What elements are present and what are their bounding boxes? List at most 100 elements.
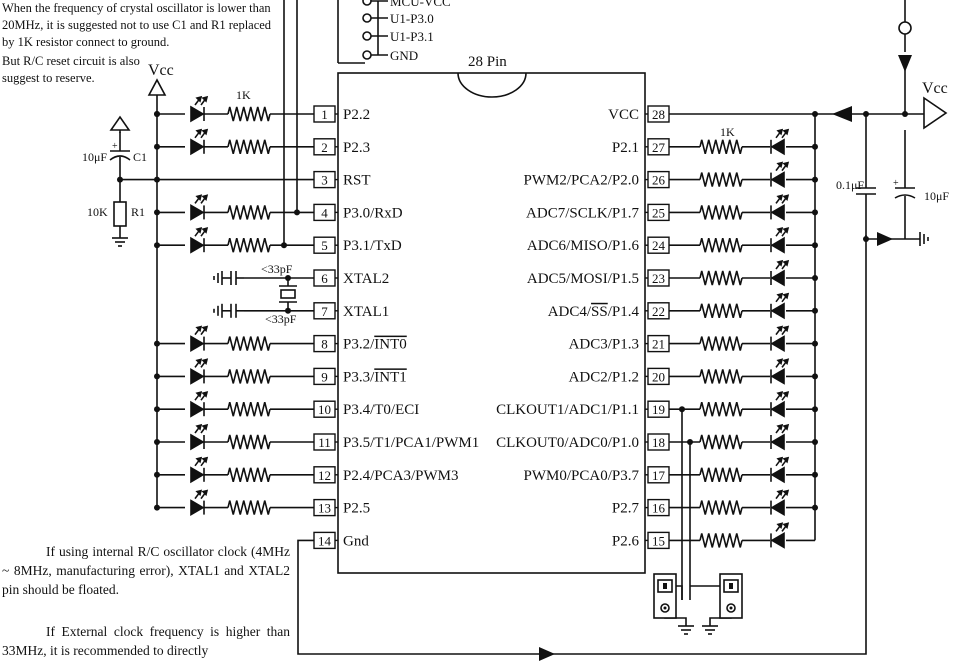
led-ray-head (195, 128, 203, 136)
led-triangle (190, 335, 205, 352)
crystal-body (280, 289, 296, 299)
led-ray-head (776, 522, 784, 529)
pin-name-part: CLKOUT0/ADC0/P1.0 (496, 435, 639, 451)
cap-ground-arrow (877, 232, 893, 246)
led-triangle (770, 466, 785, 484)
pin-number-25: 25 (652, 205, 665, 220)
junction-dot (812, 471, 818, 478)
header-label-0: MCU-VCC (390, 0, 451, 9)
led-right-20 (770, 358, 790, 385)
pin-label-15: P2.6 (612, 533, 640, 549)
led-ray-head (201, 194, 209, 201)
led-ray-head (776, 227, 784, 234)
led-ray-head (782, 489, 790, 497)
junction-dot (117, 176, 123, 183)
pin-number-23: 23 (652, 271, 665, 286)
led-ray-head (776, 423, 784, 431)
led-triangle (190, 204, 205, 221)
vcc-left-triangle (147, 78, 167, 96)
r1-name: R1 (131, 205, 145, 219)
led-ray-head (195, 95, 203, 103)
pin-label-23: ADC5/MOSI/P1.5 (527, 271, 639, 287)
led-ray-head (782, 423, 790, 431)
led-left-1 (190, 95, 209, 123)
led-triangle (770, 335, 785, 352)
junction-dot (679, 406, 685, 413)
resistor-left-1 (227, 106, 271, 122)
led-ray-head (201, 128, 209, 136)
led-ray-head (782, 227, 790, 234)
led-ray-head (195, 391, 203, 398)
junction-dot (154, 242, 160, 249)
resistor-right-20 (699, 369, 743, 384)
led-left-11 (190, 423, 209, 451)
pin-label-22: ADC4/SS/P1.4 (548, 304, 640, 320)
header-pin-circle (362, 31, 372, 41)
pin-label-21: ADC3/P1.3 (569, 337, 639, 353)
pin-label-2: P2.3 (343, 140, 370, 156)
resistor-right-18 (699, 434, 743, 450)
pin-number-7: 7 (321, 304, 328, 319)
led-ray-head (195, 456, 203, 464)
pin-name-part: P2.5 (343, 501, 370, 517)
chip-package-label: 28 Pin (468, 54, 507, 70)
resistor-left-13 (227, 500, 271, 515)
pin-number-12: 12 (318, 468, 331, 483)
led-triangle (190, 400, 205, 418)
led-ray-head (201, 423, 209, 431)
pin-name-part: ADC2/P1.2 (569, 369, 639, 385)
pin-name-part: /P1.4 (608, 304, 640, 320)
pin-name-part: P3.1/TxD (343, 238, 402, 254)
led-triangle (190, 433, 205, 451)
ground-r1 (112, 237, 128, 247)
jumper-1-center (663, 606, 667, 610)
led-triangle (190, 466, 205, 484)
junction-dot (902, 111, 908, 117)
led-ray-head (776, 358, 784, 365)
junction-dot (812, 373, 818, 380)
led-triangle (190, 105, 205, 123)
led-ray-head (195, 194, 203, 201)
pin-number-20: 20 (652, 369, 665, 384)
led-left-4 (190, 194, 209, 221)
led-triangle (770, 236, 785, 254)
resistor-left-12 (227, 467, 271, 482)
junction-dot (812, 439, 818, 445)
junction-dot (154, 340, 160, 347)
pin-name-part: ADC4/ (548, 304, 592, 320)
led-left-9 (190, 358, 209, 385)
led-right-21 (770, 325, 790, 352)
c1-plate-curve (109, 155, 131, 161)
pin-name-part: P3.2/ (343, 337, 375, 353)
pin-number-28: 28 (652, 107, 665, 122)
led-ray-head (782, 128, 790, 136)
pin-name-part: P3.0/RxD (343, 205, 403, 221)
vcc-arrow-right (832, 106, 852, 122)
led-ray-head (782, 161, 790, 169)
pin-name-part: ADC7/SCLK/P1.7 (526, 205, 639, 221)
junction-dot (863, 236, 869, 242)
c1-plus: + (112, 141, 118, 152)
led-ray-head (776, 391, 784, 398)
note-external-text: If External clock frequency is higher th… (2, 624, 290, 658)
chip-notch (457, 72, 527, 98)
led-ray-head (201, 391, 209, 398)
led-triangle (770, 204, 785, 221)
led-ray-head (782, 194, 790, 201)
ground-jumper-2 (702, 625, 718, 635)
led-triangle (770, 368, 785, 385)
header-pin-circle (362, 13, 372, 23)
pin-label-13: P2.5 (343, 501, 370, 517)
pin-name-part: P3.3/ (343, 369, 375, 385)
junction-dot (812, 176, 818, 183)
led-triangle (190, 499, 205, 516)
led-ray-head (195, 358, 203, 365)
pin-number-22: 22 (652, 304, 665, 319)
pin-label-25: ADC7/SCLK/P1.7 (526, 205, 639, 221)
pin-label-4: P3.0/RxD (343, 205, 403, 221)
resistor-right-22 (699, 303, 743, 318)
resistor-left-11 (227, 434, 271, 450)
ground-xtal2 (213, 271, 223, 285)
pin-number-17: 17 (652, 468, 666, 483)
